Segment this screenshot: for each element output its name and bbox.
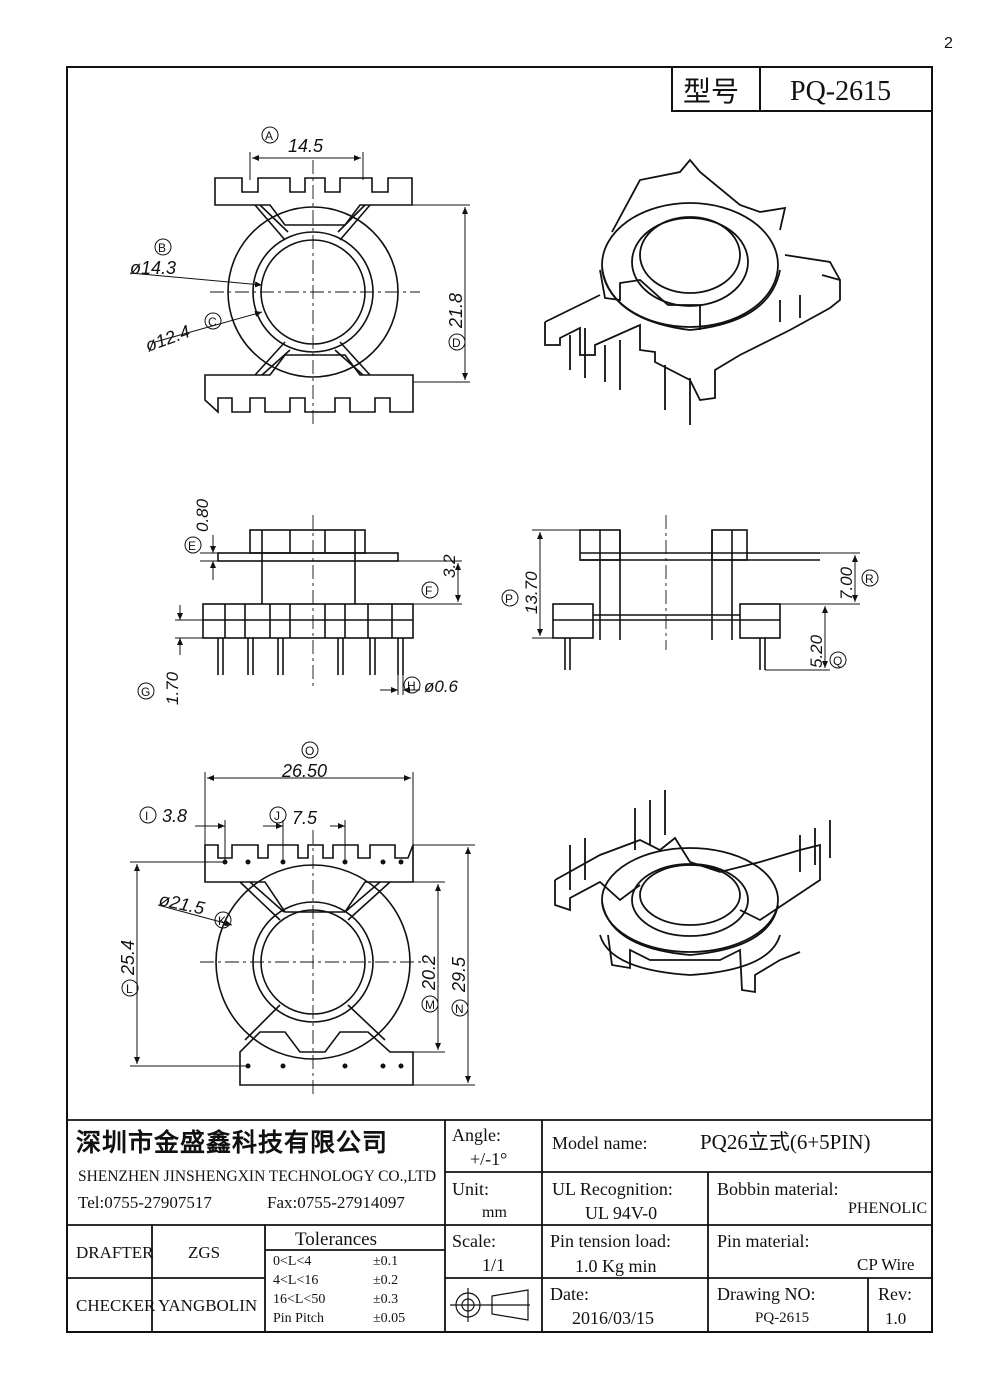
top-view-dimensions <box>129 152 470 383</box>
page-number: 2 <box>944 35 953 52</box>
dim-f: 3.2 <box>440 554 459 578</box>
title-block-grid <box>67 1119 932 1332</box>
model-label: 型号 <box>683 75 739 108</box>
side-view-labels: 0.80 E 3.2 F 1.70 G H ø0.6 <box>137 498 459 705</box>
svg-text:L: L <box>126 982 133 996</box>
dim-a: 14.5 <box>288 136 324 156</box>
front-view <box>552 515 820 670</box>
side-view <box>202 515 414 690</box>
svg-text:J: J <box>274 809 280 823</box>
svg-text:G: G <box>141 685 150 699</box>
drafter-value: ZGS <box>188 1243 221 1262</box>
svg-text:Q: Q <box>833 654 842 668</box>
top-view <box>204 160 420 425</box>
dim-j: 7.5 <box>292 808 318 828</box>
bobbin-value: PHENOLIC <box>848 1200 928 1217</box>
unit-label: Unit: <box>452 1179 490 1199</box>
company-name-en: SHENZHEN JINSHENGXIN TECHNOLOGY CO.,LTD <box>78 1168 437 1185</box>
dim-k: ø21.5 <box>157 889 207 918</box>
dim-d: 21.8 <box>446 293 466 329</box>
bottom-view-dimensions <box>130 772 475 1086</box>
svg-text:B: B <box>158 241 166 255</box>
tolerances-table: 0<L<4 ±0.1 4<L<16 ±0.2 16<L<50 ±0.3 Pin … <box>273 1254 443 1330</box>
outer-frame <box>66 66 933 1333</box>
model-name-value: PQ26立式(6+5PIN) <box>700 1130 871 1154</box>
company-fax: Fax:0755-27914097 <box>267 1193 405 1212</box>
svg-text:M: M <box>425 998 435 1012</box>
scale-value: 1/1 <box>482 1255 506 1275</box>
svg-text:E: E <box>188 539 196 553</box>
svg-text:A: A <box>265 129 273 143</box>
svg-text:P: P <box>505 592 513 606</box>
checker-value: YANGBOLIN <box>158 1296 258 1315</box>
svg-text:H: H <box>407 679 416 693</box>
isometric-view-bottom <box>554 790 831 994</box>
unit-value: mm <box>482 1204 507 1221</box>
pin-material-label: Pin material: <box>717 1231 810 1251</box>
dim-i: 3.8 <box>162 806 187 826</box>
dim-o: 26.50 <box>281 761 327 781</box>
svg-text:C: C <box>208 315 217 329</box>
dim-c: ø12.4 <box>143 321 193 356</box>
dim-p: 13.70 <box>522 571 541 614</box>
company-tel: Tel:0755-27907517 <box>78 1193 212 1212</box>
tolerance-row: 4<L<16 ±0.2 <box>273 1273 399 1288</box>
side-view-dimensions <box>175 535 462 695</box>
svg-text:O: O <box>305 744 314 758</box>
svg-text:D: D <box>452 336 461 350</box>
bottom-view-labels: O 26.50 I 3.8 J 7.5 ø21.5 K 25.4 L 20.2 … <box>118 741 469 1017</box>
tolerance-row: 16<L<50 ±0.3 <box>273 1292 399 1307</box>
dim-l: 25.4 <box>118 940 138 976</box>
tolerance-row: Pin Pitch ±0.05 <box>273 1311 406 1326</box>
drawing-no-value: PQ-2615 <box>755 1310 810 1326</box>
dim-b: ø14.3 <box>130 258 176 278</box>
svg-text:K: K <box>218 914 226 928</box>
date-value: 2016/03/15 <box>572 1308 655 1328</box>
model-title-box: 型号 PQ-2615 <box>671 66 933 112</box>
svg-text:I: I <box>145 809 148 823</box>
dim-g: 1.70 <box>163 671 182 705</box>
front-view-labels: P 13.70 7.00 R 5.20 Q <box>501 566 879 669</box>
bottom-view <box>200 830 428 1095</box>
pin-material-value: CP Wire <box>857 1255 915 1274</box>
svg-text:R: R <box>865 572 874 586</box>
dim-r: 7.00 <box>837 566 856 600</box>
drafter-label: DRAFTER <box>76 1243 154 1262</box>
company-name-cn: 深圳市金盛鑫科技有限公司 <box>76 1128 389 1157</box>
pin-tension-label: Pin tension load: <box>550 1231 671 1251</box>
scale-label: Scale: <box>452 1231 496 1251</box>
dim-q: 5.20 <box>807 634 826 668</box>
svg-text:F: F <box>425 584 432 598</box>
dim-h: ø0.6 <box>424 677 459 696</box>
date-label: Date: <box>550 1284 589 1304</box>
rev-value: 1.0 <box>885 1309 907 1328</box>
checker-label: CHECKER <box>76 1296 156 1315</box>
pin-tension-value: 1.0 Kg min <box>575 1256 657 1276</box>
isometric-view-top <box>544 158 841 425</box>
model-value: PQ-2615 <box>790 76 891 107</box>
drawing-no-label: Drawing NO: <box>717 1284 816 1304</box>
ul-label: UL Recognition: <box>552 1179 673 1199</box>
front-view-dimensions <box>532 529 860 671</box>
rev-label: Rev: <box>878 1284 912 1304</box>
model-name-label: Model name: <box>552 1133 648 1153</box>
dim-n: 29.5 <box>449 956 469 993</box>
tolerances-title: Tolerances <box>295 1229 378 1250</box>
dim-m: 20.2 <box>419 955 439 991</box>
dim-e: 0.80 <box>193 498 212 532</box>
ul-value: UL 94V-0 <box>585 1203 658 1223</box>
svg-text:N: N <box>455 1002 464 1016</box>
projection-symbol-icon <box>450 1288 530 1322</box>
angle-value: +/-1° <box>470 1149 508 1169</box>
bobbin-label: Bobbin material: <box>717 1179 839 1199</box>
angle-label: Angle: <box>452 1125 501 1145</box>
tolerance-row: 0<L<4 ±0.1 <box>273 1254 399 1269</box>
